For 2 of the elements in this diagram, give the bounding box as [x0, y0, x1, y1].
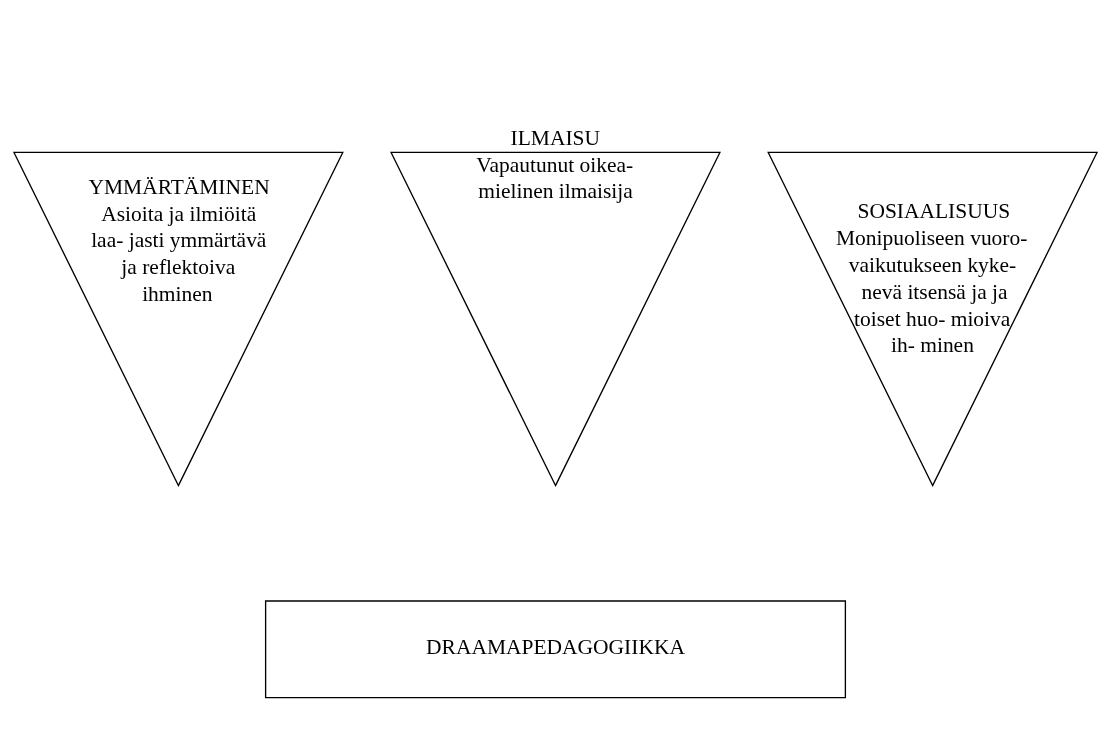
node-box: DRAAMAPEDAGOGIIKKA — [264, 599, 847, 698]
node-label: ILMAISU — [510, 125, 600, 150]
